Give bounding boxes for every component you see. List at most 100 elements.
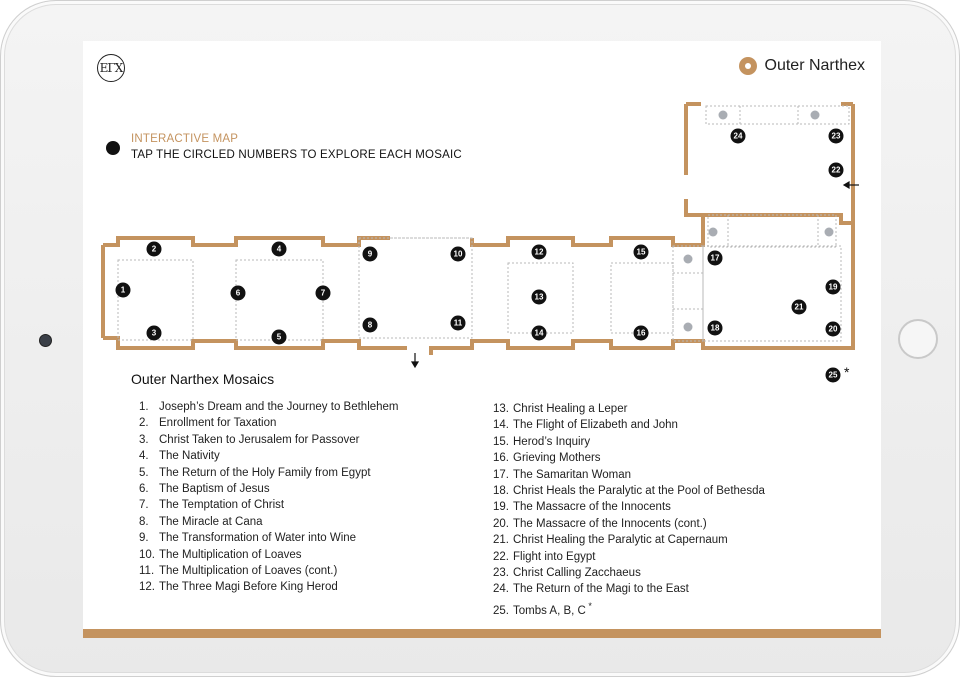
mosaic-marker-6[interactable]: 6	[230, 285, 246, 301]
mosaic-number: 15.	[493, 435, 509, 448]
logo[interactable]: ΕΓX	[97, 54, 125, 82]
mosaic-marker-7[interactable]: 7	[315, 285, 331, 301]
svg-text:24: 24	[734, 132, 743, 141]
svg-text:8: 8	[368, 321, 373, 330]
mosaic-marker-5[interactable]: 5	[271, 329, 287, 345]
mosaic-marker-3[interactable]: 3	[146, 325, 162, 341]
tombs-footnote: *	[585, 600, 592, 611]
mosaic-list-item[interactable]: 18.Christ Heals the Paralytic at the Poo…	[493, 483, 765, 499]
mosaic-number: 24.	[493, 583, 509, 596]
tombs-asterisk: *	[844, 364, 850, 380]
svg-text:5: 5	[277, 333, 282, 342]
mosaic-list-item[interactable]: 4.The Nativity	[139, 448, 399, 464]
svg-text:17: 17	[711, 254, 720, 263]
mosaic-number: 1.	[139, 401, 149, 413]
mosaic-list-item[interactable]: 16. Grieving Mothers	[493, 450, 765, 466]
mosaic-marker-23[interactable]: 23	[828, 128, 844, 144]
legend-title: INTERACTIVE MAP	[131, 133, 239, 145]
svg-text:12: 12	[535, 248, 544, 257]
mosaic-title: The Multiplication of Loaves (cont.)	[159, 564, 338, 577]
mosaic-list-item[interactable]: 25.Tombs A, B, C *	[493, 598, 765, 617]
mosaic-list-item[interactable]: 19.The Massacre of the Innocents	[493, 499, 765, 515]
svg-text:20: 20	[829, 325, 838, 334]
mosaic-marker-8[interactable]: 8	[362, 317, 378, 333]
mosaic-marker-15[interactable]: 15	[633, 244, 649, 260]
mosaic-list-item[interactable]: 24. The Return of the Magi to the East	[493, 581, 765, 597]
mosaic-number: 12.	[139, 581, 155, 594]
mosaic-list-item[interactable]: 15. Herod’s Inquiry	[493, 434, 765, 450]
mosaic-title: The Return of the Holy Family from Egypt	[159, 466, 371, 479]
mosaic-list-left: 1. Joseph’s Dream and the Journey to Beth…	[139, 399, 399, 596]
mosaic-marker-4[interactable]: 4	[271, 241, 287, 257]
mosaic-title: Grieving Mothers	[513, 452, 601, 465]
mosaic-marker-20[interactable]: 20	[825, 321, 841, 337]
mosaic-number: 9.	[139, 532, 149, 545]
mosaic-number: 16.	[493, 452, 509, 465]
mosaic-number: 20.	[493, 517, 509, 530]
mosaic-number: 21.	[493, 534, 509, 547]
mosaic-title: The Miracle at Cana	[159, 515, 263, 528]
mosaic-list-item[interactable]: 2.Enrollment for Taxation	[139, 415, 399, 431]
mosaic-title: Enrollment for Taxation	[159, 417, 277, 430]
mosaic-marker-24[interactable]: 24	[730, 128, 746, 144]
mosaic-marker-25[interactable]: 25	[825, 367, 841, 383]
mosaic-marker-17[interactable]: 17	[707, 250, 723, 266]
mosaic-list-item[interactable]: 1. Joseph’s Dream and the Journey to Beth…	[139, 399, 399, 415]
mosaic-marker-10[interactable]: 10	[450, 246, 466, 262]
svg-text:3: 3	[152, 329, 157, 338]
mosaic-list-item[interactable]: 6.The Baptism of Jesus	[139, 481, 399, 497]
location-indicator: Outer Narthex	[738, 57, 865, 75]
mosaic-list-item[interactable]: 13.Christ Healing a Leper	[493, 401, 765, 417]
mosaic-marker-14[interactable]: 14	[531, 325, 547, 341]
mosaic-marker-1[interactable]: 1	[115, 282, 131, 298]
mosaic-marker-18[interactable]: 18	[707, 320, 723, 336]
mosaic-list-item[interactable]: 22.Flight into Egypt	[493, 549, 765, 565]
mosaic-list-item[interactable]: 17.The Samaritan Woman	[493, 467, 765, 483]
mosaic-marker-19[interactable]: 19	[825, 279, 841, 295]
mosaic-list-item[interactable]: 8.The Miracle at Cana	[139, 514, 399, 530]
mosaic-marker-21[interactable]: 21	[791, 299, 807, 315]
mosaic-title: Flight into Egypt	[513, 550, 596, 563]
mosaic-marker-11[interactable]: 11	[450, 315, 466, 331]
legend-subtitle: TAP THE CIRCLED NUMBERS TO EXPLORE EACH …	[131, 149, 462, 161]
svg-text:2: 2	[152, 245, 157, 254]
mosaic-list-item[interactable]: 7.The Temptation of Christ	[139, 497, 399, 513]
mosaic-number: 23.	[493, 566, 509, 579]
mosaic-list-item[interactable]: 20. The Massacre of the Innocents (cont.)	[493, 516, 765, 532]
mosaic-title: The Transformation of Water into Wine	[159, 532, 357, 545]
mosaic-title: The Massacre of the Innocents (cont.)	[513, 517, 707, 530]
section-title: Outer Narthex Mosaics	[131, 371, 275, 387]
mosaic-list-item[interactable]: 12.The Three Magi Before King Herod	[139, 579, 399, 595]
mosaic-list-item[interactable]: 21.Christ Healing the Paralytic at Caper…	[493, 532, 765, 548]
mosaic-list-item[interactable]: 9. The Transformation of Water into Wine	[139, 530, 399, 546]
mosaic-number: 19.	[493, 501, 509, 514]
mosaic-number: 11.	[139, 564, 155, 577]
mosaic-list-item[interactable]: 11. The Multiplication of Loaves (cont.)	[139, 563, 399, 579]
mosaic-marker-12[interactable]: 12	[531, 244, 547, 260]
mosaic-number: 3.	[139, 433, 149, 446]
svg-text:25: 25	[829, 371, 838, 380]
mosaic-list-item[interactable]: 23.Christ Calling Zacchaeus	[493, 565, 765, 581]
mosaic-marker-2[interactable]: 2	[146, 241, 162, 257]
mosaic-title: Joseph’s Dream and the Journey to Bethle…	[159, 401, 399, 413]
mosaic-marker-9[interactable]: 9	[362, 246, 378, 262]
mosaic-title: The Flight of Elizabeth and John	[513, 419, 678, 432]
mosaic-marker-13[interactable]: 13	[531, 289, 547, 305]
home-button[interactable]	[898, 319, 938, 359]
mosaic-marker-22[interactable]: 22	[828, 162, 844, 178]
mosaic-title: Herod’s Inquiry	[513, 435, 591, 448]
mosaic-list-item[interactable]: 5.The Return of the Holy Family from Egy…	[139, 465, 399, 481]
mosaic-list-item[interactable]: 3.Christ Taken to Jerusalem for Passover	[139, 432, 399, 448]
mosaic-title: The Return of the Magi to the East	[513, 583, 689, 596]
svg-text:16: 16	[637, 329, 646, 338]
legend-marker-icon	[106, 141, 120, 155]
mosaic-list-item[interactable]: 10. The Multiplication of Loaves	[139, 547, 399, 563]
mosaic-title: The Multiplication of Loaves	[159, 548, 302, 561]
mosaic-marker-16[interactable]: 16	[633, 325, 649, 341]
mosaic-number: 4.	[139, 450, 149, 463]
mosaic-number: 10.	[139, 548, 155, 561]
mosaic-list-item[interactable]: 14.The Flight of Elizabeth and John	[493, 417, 765, 433]
